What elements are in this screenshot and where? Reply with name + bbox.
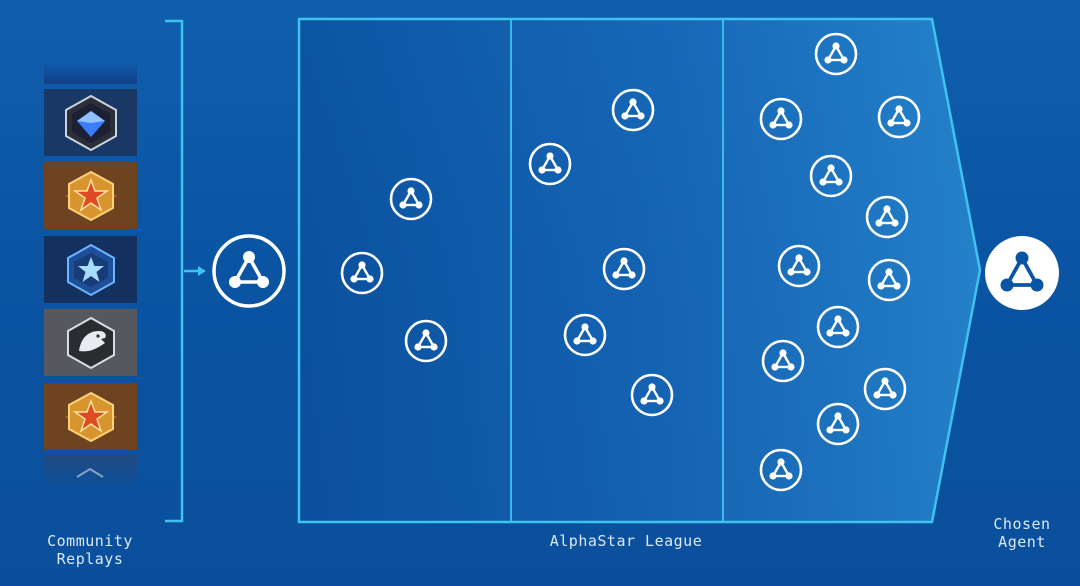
replay-tile-gold-2 — [44, 383, 137, 450]
replay-tile-silver — [44, 309, 137, 376]
replay-tile-faded-bottom — [44, 455, 137, 489]
diamond-icon — [64, 94, 117, 151]
replay-bracket — [165, 19, 184, 523]
blue-star-icon — [66, 243, 115, 296]
eagle-icon — [66, 316, 115, 369]
replay-tile-blue — [44, 236, 137, 303]
replay-tile-faded-top — [44, 62, 137, 84]
replay-tile-diamond — [44, 89, 137, 156]
input-arrow — [184, 266, 206, 276]
chosen-agent-icon — [985, 236, 1059, 310]
community-replays-label: Community Replays — [47, 532, 133, 568]
gold-star-icon — [64, 391, 117, 442]
alphastar-league-label: AlphaStar League — [549, 532, 703, 550]
league-frame — [297, 17, 982, 524]
supervised-agent-icon — [212, 234, 286, 308]
replay-tile-gold — [44, 162, 137, 229]
chosen-agent-label: Chosen Agent — [993, 515, 1051, 551]
gold-star-icon — [64, 170, 117, 221]
